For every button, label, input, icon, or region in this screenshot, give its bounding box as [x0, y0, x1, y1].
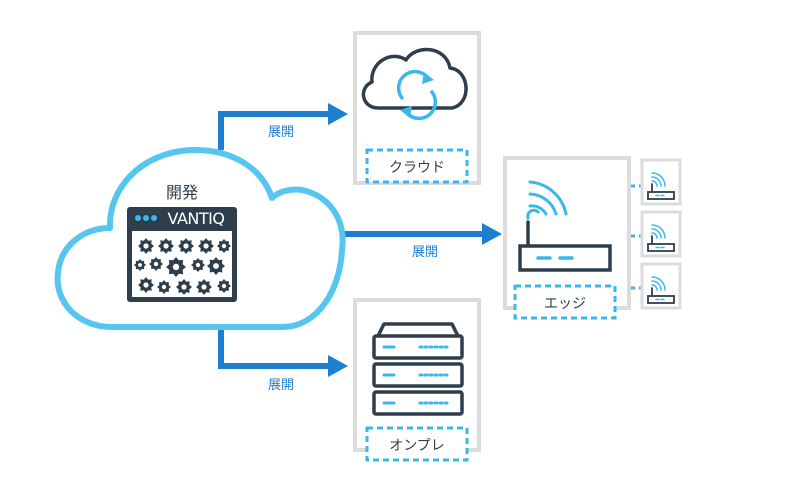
- arrow-to-onprem: [218, 318, 330, 369]
- cloud-label-box: [365, 148, 469, 184]
- sync-arrows-icon: [396, 69, 438, 121]
- arrow-label-onprem: 展開: [268, 378, 294, 393]
- sync-arrow-head-icon: [400, 106, 412, 118]
- gear-hub-icon: [183, 243, 189, 249]
- gear-hub-icon: [201, 284, 207, 290]
- cloud-sync-icon: [361, 47, 468, 110]
- source-title: 開発: [166, 183, 198, 202]
- wifi-router-icon: [518, 180, 612, 272]
- gear-hub-icon: [221, 243, 227, 249]
- gear-hub-icon: [163, 243, 169, 249]
- panel-dot-icon: [135, 215, 141, 221]
- cloud-label: クラウド: [389, 160, 445, 176]
- edge-target-box: エッジ: [503, 156, 631, 320]
- edge-device-2: [640, 210, 682, 258]
- edge-device-3: [640, 262, 682, 310]
- mini-router-icon: [647, 172, 675, 200]
- gear-hub-icon: [221, 283, 227, 289]
- sync-arrow-head-icon: [422, 72, 434, 84]
- gear-hub-icon: [153, 261, 159, 267]
- arrow-label-cloud: 展開: [268, 125, 294, 140]
- gear-hub-icon: [143, 243, 149, 249]
- arrow-to-edge-head: [482, 223, 502, 245]
- edge-label: エッジ: [544, 296, 586, 312]
- gear-hub-icon: [161, 284, 167, 290]
- edge-device-connectors: [631, 184, 642, 290]
- gear-hub-icon: [195, 262, 201, 268]
- arrow-label-edge: 展開: [412, 245, 438, 260]
- server-led-icon: [382, 345, 452, 405]
- vantiq-panel: VANTIQ: [127, 207, 237, 302]
- edge-label-box: [513, 284, 617, 320]
- gear-hub-icon: [213, 263, 219, 269]
- arrow-to-cloud: [218, 111, 330, 150]
- gear-hub-icon: [138, 263, 142, 267]
- mini-router-icon: [647, 224, 675, 252]
- panel-dot-icon: [151, 215, 157, 221]
- onprem-label-box: [365, 426, 469, 462]
- arrow-to-onprem-head: [328, 355, 348, 377]
- edge-device-1: [640, 158, 682, 206]
- server-rack-icon: [372, 322, 464, 416]
- mini-router-icon: [647, 276, 675, 304]
- vantiq-brand: VANTIQ: [168, 209, 225, 228]
- arrow-to-cloud-head: [328, 103, 348, 125]
- gear-hub-icon: [181, 284, 187, 290]
- cloud-target-box: クラウド: [353, 31, 481, 185]
- gear-hub-icon: [172, 263, 180, 271]
- gear-hub-icon: [203, 243, 209, 249]
- gear-hub-icon: [143, 282, 149, 288]
- panel-dot-icon: [143, 215, 149, 221]
- gears-icon: [134, 238, 231, 295]
- onprem-label: オンプレ: [389, 438, 445, 454]
- onprem-target-box: オンプレ: [353, 298, 481, 462]
